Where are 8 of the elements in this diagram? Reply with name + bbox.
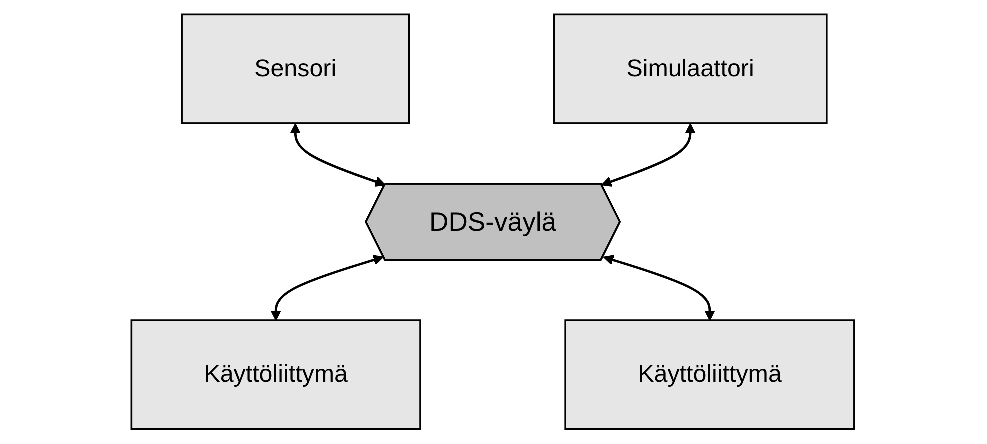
arrow bbox=[602, 123, 696, 187]
node-box: Käyttöliittymä bbox=[131, 320, 422, 430]
arrow bbox=[290, 123, 386, 187]
arrow bbox=[271, 255, 384, 321]
node-box: Käyttöliittymä bbox=[565, 320, 856, 430]
node-box: Sensori bbox=[182, 14, 410, 124]
arrow bbox=[604, 255, 716, 321]
node-box: Simulaattori bbox=[554, 14, 828, 124]
